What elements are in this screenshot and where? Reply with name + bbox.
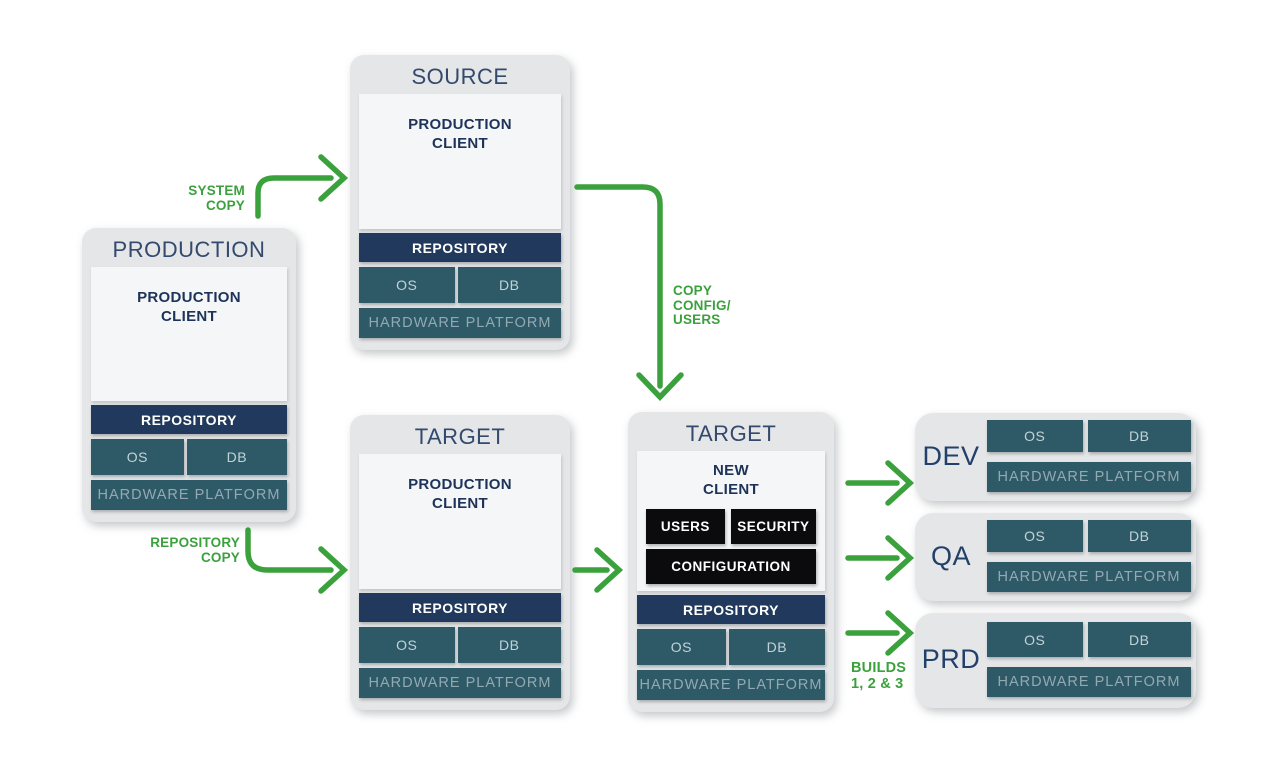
target-left-box-title: TARGET — [414, 424, 506, 449]
target-to-qa-arrow-icon — [845, 535, 915, 581]
repository-copy-label: REPOSITORY COPY — [150, 535, 240, 565]
target-right-client-panel: NEW CLIENT USERS SECURITY CONFIGURATION — [637, 451, 825, 591]
source-db-cell: DB — [457, 267, 561, 303]
prd-environment-stack: OS DB HARDWARE PLATFORM — [987, 620, 1191, 699]
production-osdb-row: OS DB — [91, 439, 287, 475]
prd-db-cell: DB — [1087, 622, 1191, 657]
prd-environment-name: PRD — [921, 644, 981, 674]
dev-environment-box: DEV OS DB HARDWARE PLATFORM — [915, 413, 1196, 501]
dev-db-cell: DB — [1087, 420, 1191, 452]
copy-config-users-arrow-icon — [574, 184, 684, 401]
target-right-box: TARGET NEW CLIENT USERS SECURITY CONFIGU… — [628, 412, 834, 712]
target-right-os-cell: OS — [637, 629, 726, 665]
target-left-db-cell: DB — [457, 627, 561, 663]
production-box-title: PRODUCTION — [112, 237, 266, 262]
configuration-chip: CONFIGURATION — [646, 548, 816, 584]
production-db-cell: DB — [186, 439, 287, 475]
source-repository-bar: REPOSITORY — [359, 233, 561, 262]
source-osdb-row: OS DB — [359, 267, 561, 303]
target-right-client-label: NEW CLIENT — [703, 462, 759, 498]
qa-environment-name: QA — [930, 540, 971, 571]
dev-environment-name: DEV — [922, 440, 980, 471]
production-box: PRODUCTION PRODUCTION CLIENT REPOSITORY … — [82, 228, 296, 522]
source-box-title: SOURCE — [411, 64, 509, 89]
source-os-cell: OS — [359, 267, 455, 303]
dev-environment-stack: OS DB HARDWARE PLATFORM — [987, 420, 1191, 492]
dev-os-cell: OS — [987, 420, 1083, 452]
system-copy-arrow-icon — [255, 154, 349, 219]
target-left-client-panel: PRODUCTION CLIENT — [359, 454, 561, 589]
qa-os-cell: OS — [987, 520, 1083, 552]
prd-os-cell: OS — [987, 622, 1083, 657]
qa-environment-box: QA OS DB HARDWARE PLATFORM — [915, 513, 1196, 601]
target-left-client-label: PRODUCTION CLIENT — [408, 476, 512, 512]
production-client-panel: PRODUCTION CLIENT — [91, 267, 287, 401]
qa-hardware-bar: HARDWARE PLATFORM — [987, 562, 1191, 592]
target-to-dev-arrow-icon — [845, 460, 915, 506]
target-left-osdb-row: OS DB — [359, 627, 561, 663]
security-chip: SECURITY — [730, 508, 816, 544]
production-os-cell: OS — [91, 439, 184, 475]
prd-hardware-bar: HARDWARE PLATFORM — [987, 667, 1191, 697]
target-left-repository-bar: REPOSITORY — [359, 593, 561, 622]
source-client-panel: PRODUCTION CLIENT — [359, 94, 561, 229]
repository-copy-arrow-icon — [245, 527, 349, 594]
qa-environment-stack: OS DB HARDWARE PLATFORM — [987, 520, 1191, 592]
target-right-chips-row: USERS SECURITY — [646, 508, 816, 544]
prd-environment-box: PRD OS DB HARDWARE PLATFORM — [915, 613, 1196, 708]
system-copy-label: SYSTEM COPY — [188, 183, 245, 213]
production-repository-bar: REPOSITORY — [91, 405, 287, 434]
builds-label: BUILDS 1, 2 & 3 — [851, 660, 907, 692]
target-left-os-cell: OS — [359, 627, 455, 663]
copy-config-users-label: COPY CONFIG/ USERS — [673, 283, 731, 327]
qa-db-cell: DB — [1087, 520, 1191, 552]
target-right-db-cell: DB — [728, 629, 825, 665]
target-left-hardware-bar: HARDWARE PLATFORM — [359, 668, 561, 698]
target-left-box: TARGET PRODUCTION CLIENT REPOSITORY OS D… — [350, 415, 570, 710]
source-client-label: PRODUCTION CLIENT — [408, 116, 512, 152]
users-chip: USERS — [646, 508, 725, 544]
target-right-box-title: TARGET — [685, 421, 777, 446]
target-right-osdb-row: OS DB — [637, 629, 825, 665]
target-to-prd-arrow-icon — [845, 610, 915, 656]
target-right-repository-bar: REPOSITORY — [637, 595, 825, 624]
target-right-hardware-bar: HARDWARE PLATFORM — [637, 670, 825, 700]
source-box: SOURCE PRODUCTION CLIENT REPOSITORY OS D… — [350, 55, 570, 350]
dev-hardware-bar: HARDWARE PLATFORM — [987, 462, 1191, 492]
production-hardware-bar: HARDWARE PLATFORM — [91, 480, 287, 510]
source-hardware-bar: HARDWARE PLATFORM — [359, 308, 561, 338]
production-client-label: PRODUCTION CLIENT — [137, 289, 241, 325]
target-to-target-arrow-icon — [572, 547, 624, 593]
